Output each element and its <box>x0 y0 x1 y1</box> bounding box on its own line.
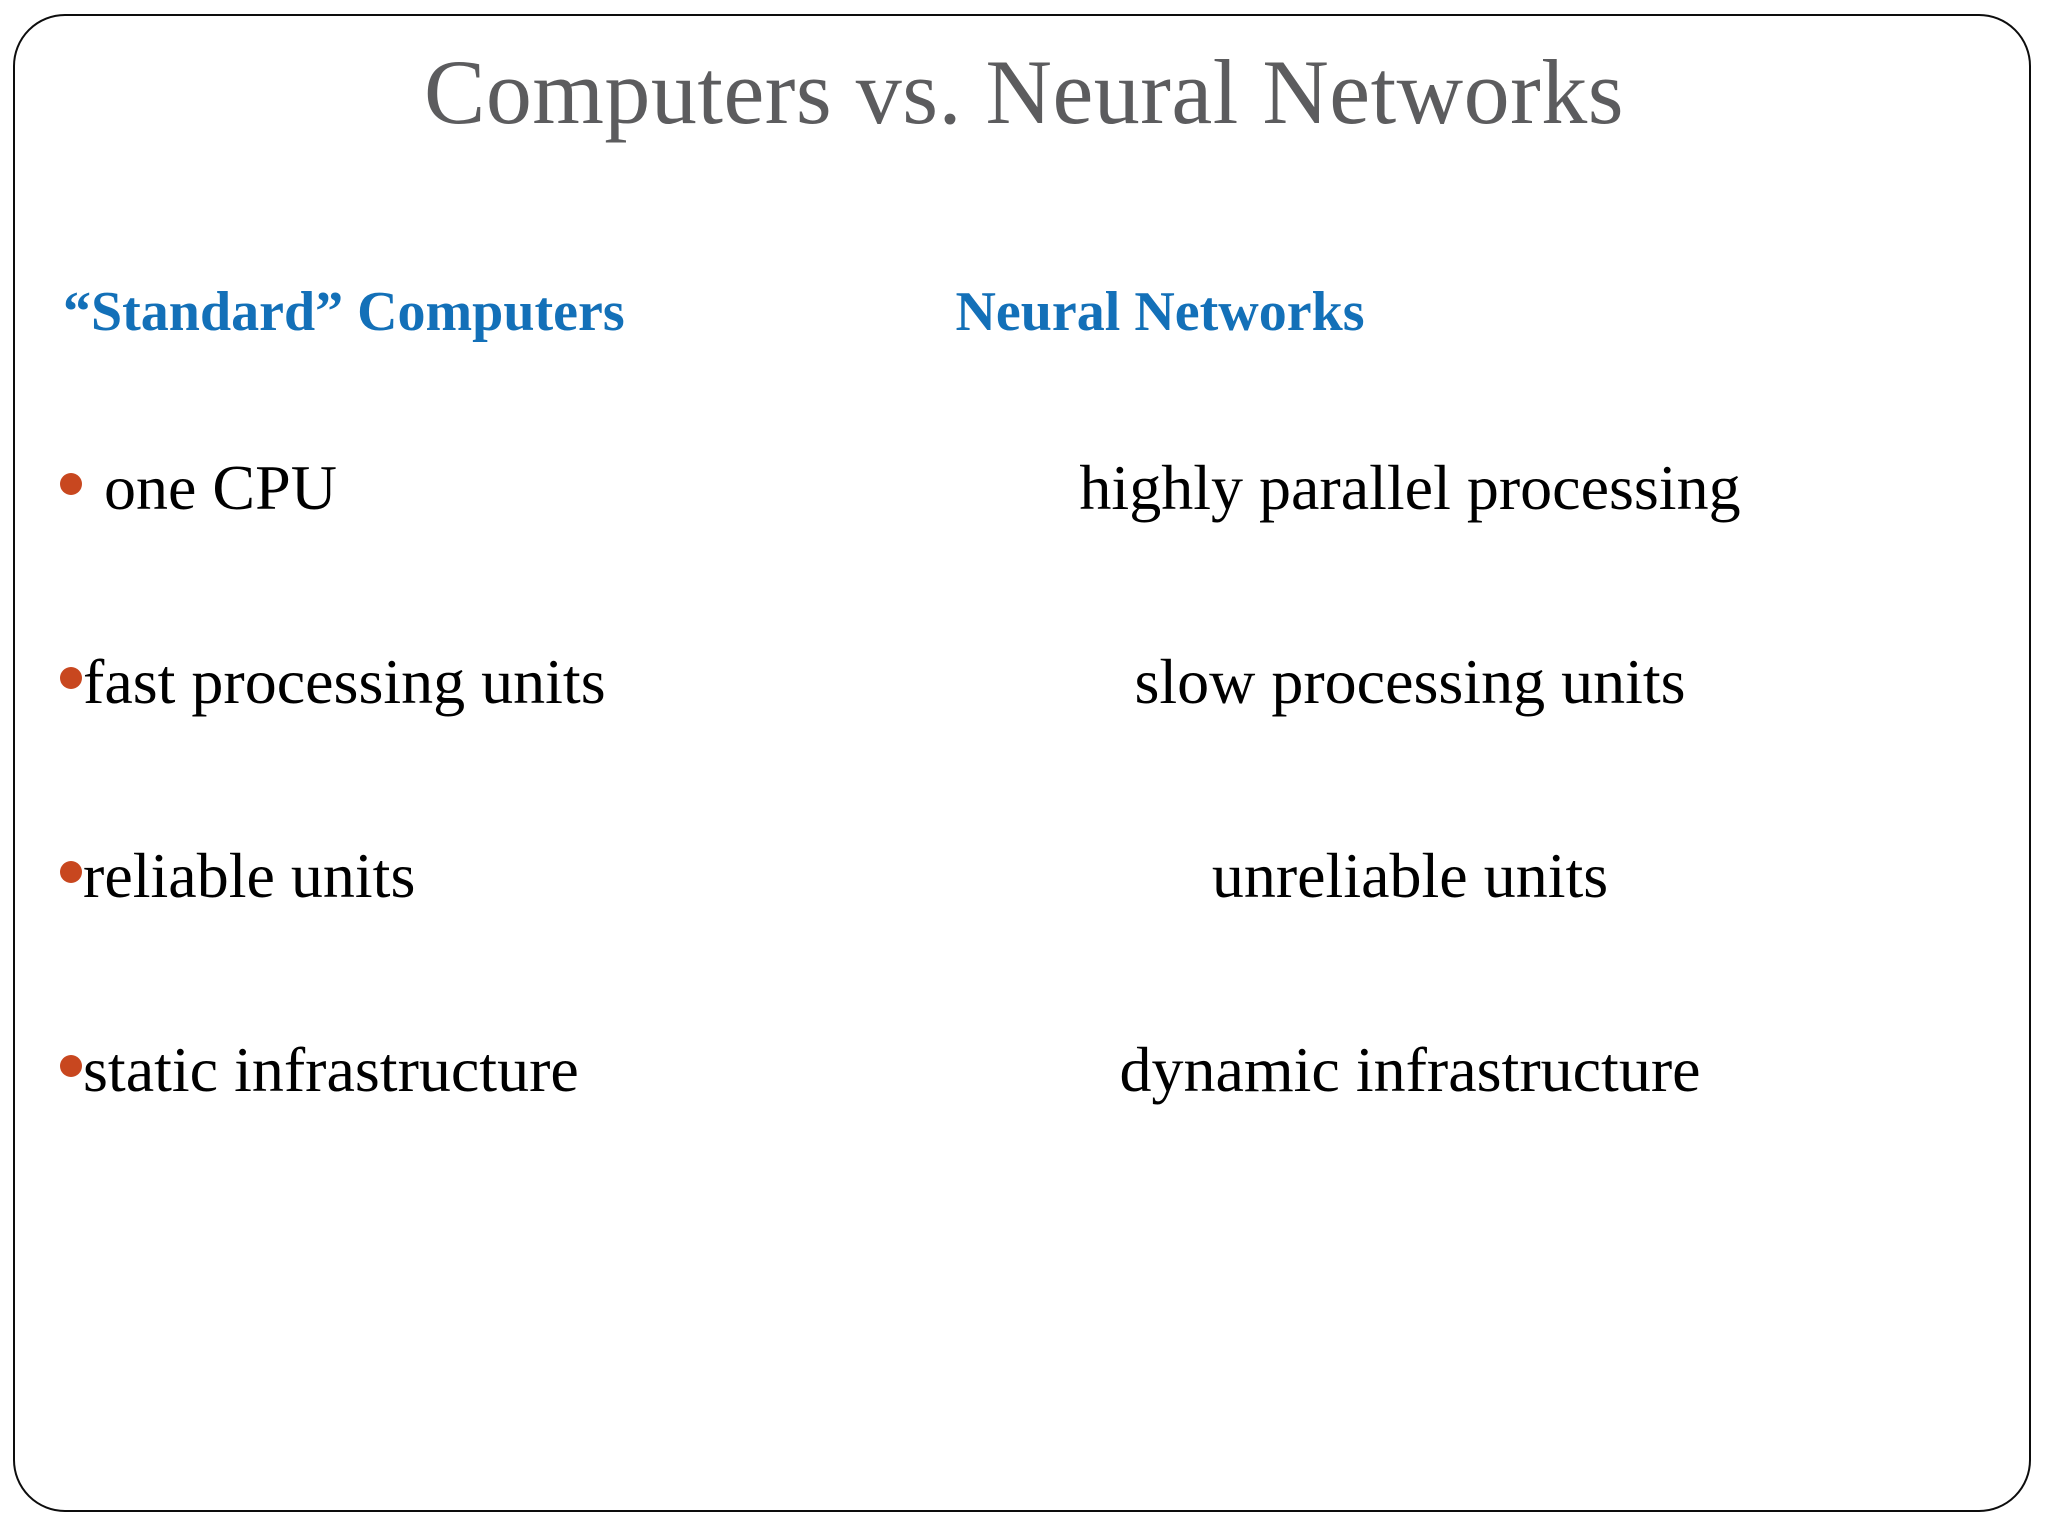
comparison-cell-left: one CPU <box>60 456 800 520</box>
comparison-table: one CPU highly parallel processing fast … <box>0 456 2048 1232</box>
comparison-cell-left: fast processing units <box>60 650 800 714</box>
comparison-text-left: reliable units <box>83 840 416 911</box>
table-row: one CPU highly parallel processing <box>0 456 2048 650</box>
comparison-cell-right: unreliable units <box>1211 840 1609 911</box>
page-title: Computers vs. Neural Networks <box>423 41 1625 143</box>
bullet-dot-icon <box>60 1055 82 1077</box>
comparison-cell-right: highly parallel processing <box>1079 452 1741 523</box>
column-header-neural-networks: Neural Networks <box>955 281 1365 343</box>
comparison-text-left: one CPU <box>104 452 337 523</box>
table-row: reliable units unreliable units <box>0 844 2048 1038</box>
bullet-dot-icon <box>60 667 82 689</box>
table-row: fast processing units slow processing un… <box>0 650 2048 844</box>
comparison-cell-left: reliable units <box>60 844 800 908</box>
comparison-text-left: fast processing units <box>83 646 606 717</box>
comparison-cell-left: static infrastructure <box>60 1038 800 1102</box>
bullet-dot-icon <box>60 861 82 883</box>
column-header-standard-computers: “Standard” Computers <box>63 281 625 343</box>
table-row: static infrastructure dynamic infrastruc… <box>0 1038 2048 1232</box>
bullet-dot-icon <box>60 473 82 495</box>
comparison-cell-right: dynamic infrastructure <box>1119 1034 1701 1105</box>
comparison-text-left: static infrastructure <box>83 1034 579 1105</box>
comparison-cell-right: slow processing units <box>1134 646 1686 717</box>
